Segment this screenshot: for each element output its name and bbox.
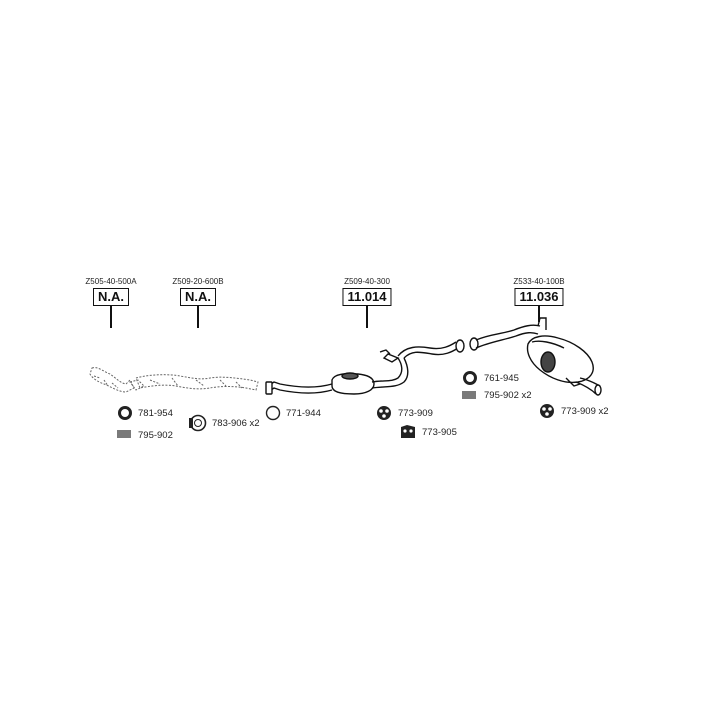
part-label-1[interactable]: N.A. — [93, 288, 129, 306]
spring-icon — [462, 391, 476, 399]
accessory-label-773-905[interactable]: 773-905 — [422, 427, 457, 438]
spring-icon — [117, 430, 131, 438]
accessory-label-771-944[interactable]: 771-944 — [286, 408, 321, 419]
clamp-icon — [189, 414, 207, 432]
part-code-1: Z505-40-500A — [85, 277, 137, 286]
part-code-2: Z509-20-600B — [172, 277, 224, 286]
centre-silencer-assembly — [265, 339, 465, 395]
ring-icon — [118, 406, 132, 420]
part-label-4[interactable]: 11.036 — [514, 288, 564, 306]
rubber-hanger-icon — [540, 404, 554, 418]
accessory-label-773-909-x2[interactable]: 773-909 x2 — [561, 406, 609, 417]
front-pipe-na-outline — [89, 367, 145, 393]
middle-pipe-na-outline — [135, 374, 259, 391]
accessory-label-795-902[interactable]: 795-902 — [138, 430, 173, 441]
gasket-ring-icon — [265, 405, 281, 421]
part-label-3[interactable]: 11.014 — [342, 288, 392, 306]
rubber-mount-icon — [401, 425, 415, 438]
rubber-hanger-icon — [377, 406, 391, 420]
leader-line-1 — [110, 306, 112, 328]
rear-silencer-assembly — [469, 317, 602, 396]
accessory-label-783-906[interactable]: 783-906 x2 — [212, 418, 260, 429]
accessory-label-781-954[interactable]: 781-954 — [138, 408, 173, 419]
ring-icon — [463, 371, 477, 385]
leader-line-2 — [197, 306, 199, 328]
leader-line-4 — [538, 306, 540, 322]
accessory-label-773-909[interactable]: 773-909 — [398, 408, 433, 419]
accessory-label-795-902-x2[interactable]: 795-902 x2 — [484, 390, 532, 401]
part-code-3: Z509-40-300 — [344, 277, 390, 286]
part-label-2[interactable]: N.A. — [180, 288, 216, 306]
leader-line-3 — [366, 306, 368, 328]
part-code-4: Z533-40-100B — [513, 277, 565, 286]
accessory-label-761-945[interactable]: 761-945 — [484, 373, 519, 384]
